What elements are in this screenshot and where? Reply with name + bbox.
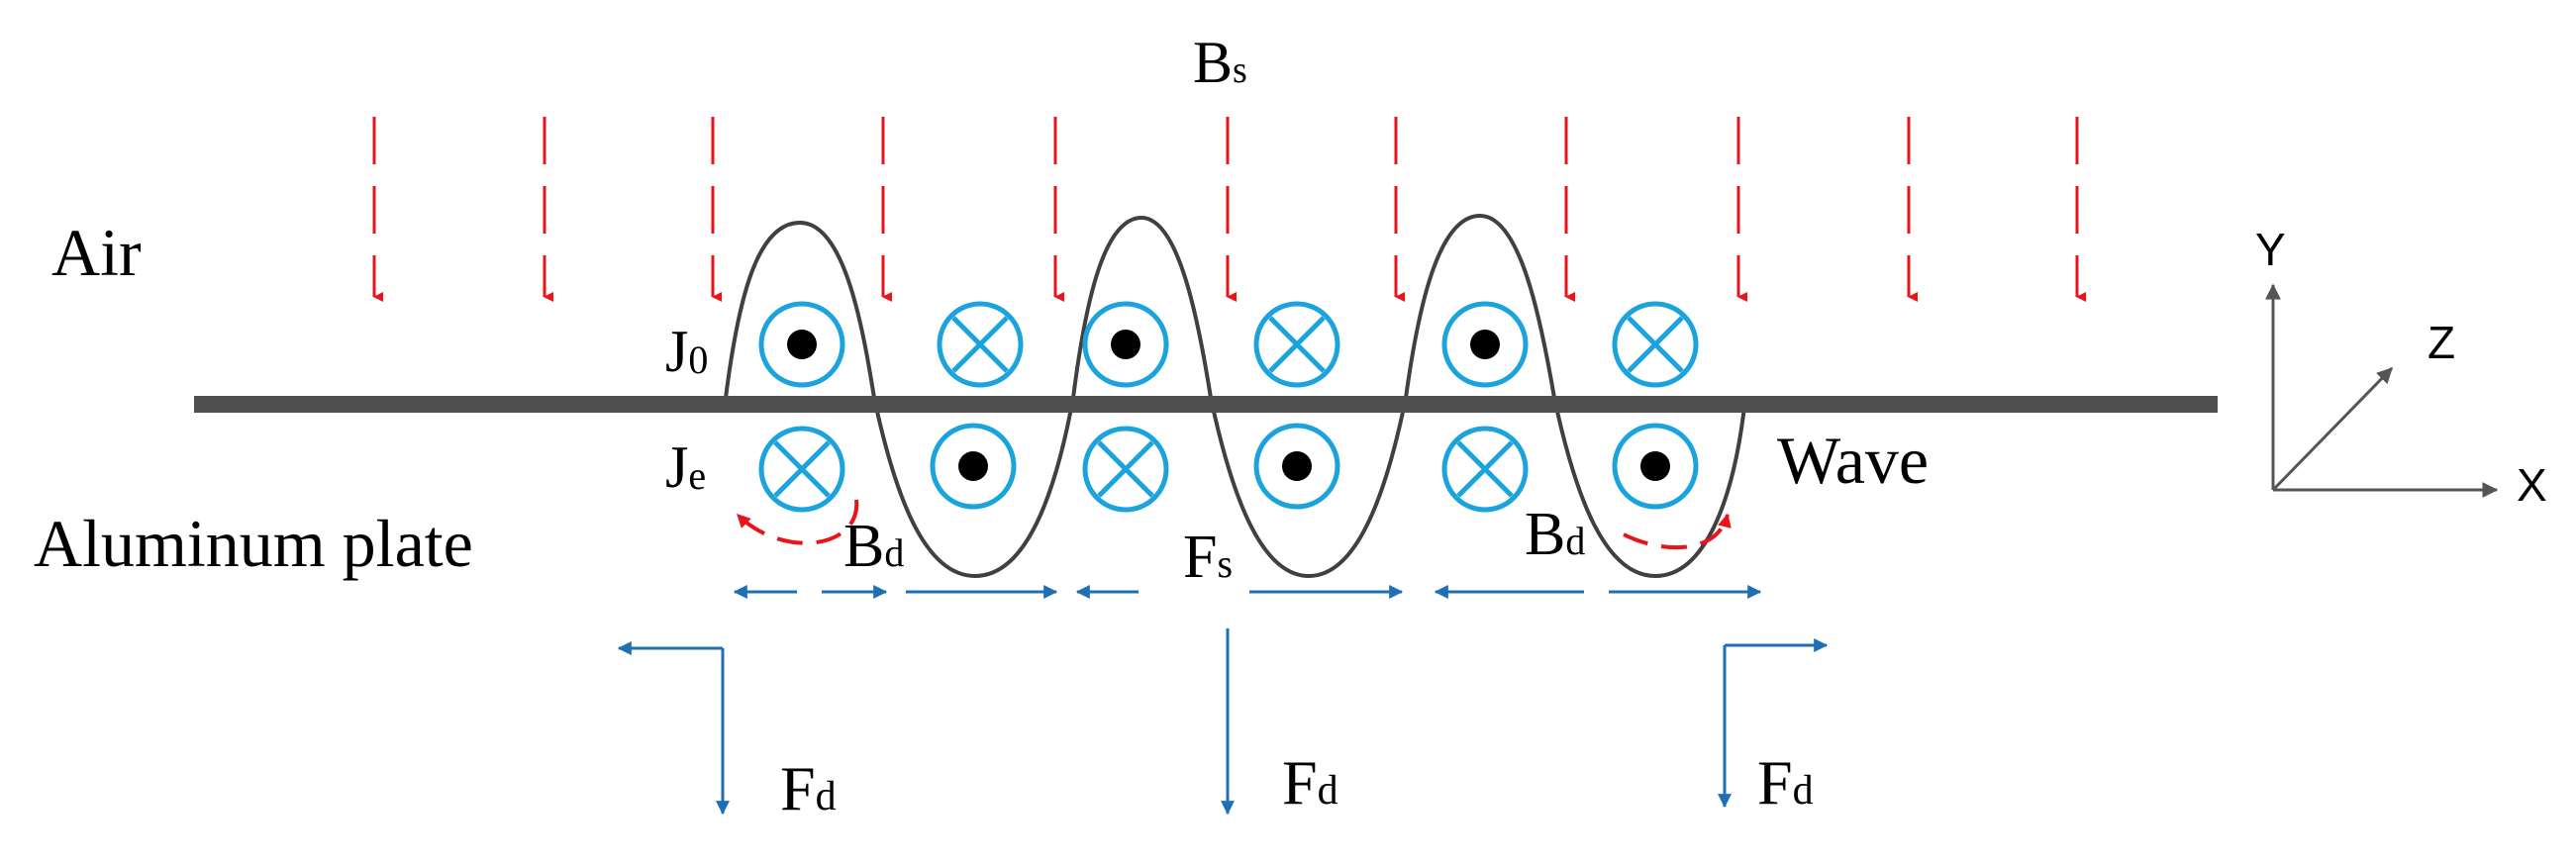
- current-in-symbol: [1253, 301, 1340, 388]
- current-in-symbol: [937, 301, 1024, 388]
- current-in-symbol: [1441, 426, 1529, 513]
- dynamic-force-label-mid: Fd: [1282, 747, 1338, 817]
- source-current-row: [758, 301, 1699, 388]
- source-field-arrows: [372, 117, 2086, 302]
- current-in-symbol: [758, 426, 845, 513]
- z-axis-label: Z: [2427, 317, 2455, 368]
- current-out-symbol: [1082, 301, 1169, 388]
- current-out-symbol: [930, 423, 1017, 510]
- eddy-current-row: [758, 423, 1699, 513]
- source-field-label: Bs: [1193, 30, 1247, 95]
- current-in-symbol: [1612, 301, 1699, 388]
- eddy-current-label: Je: [665, 434, 706, 500]
- dynamic-force-label-right: Fd: [1757, 747, 1814, 817]
- current-in-symbol: [1082, 426, 1169, 513]
- disturb-field-arc-right: [1623, 513, 1732, 550]
- coordinate-axes: [2265, 283, 2499, 498]
- disturb-field-arc-left: [736, 499, 859, 545]
- z-axis-line: [2271, 366, 2394, 492]
- dynamic-force-label-left: Fd: [780, 753, 837, 823]
- current-out-symbol: [1441, 301, 1529, 388]
- source-current-label: J0: [665, 319, 708, 384]
- plate-surface: [194, 396, 2218, 413]
- disturb-field-label-right: Bd: [1525, 501, 1585, 568]
- disturb-field-label-left: Bd: [843, 513, 904, 580]
- wave-label: Wave: [1777, 423, 1929, 498]
- air-label: Air: [51, 215, 142, 290]
- current-out-symbol: [1612, 423, 1699, 510]
- x-axis-label: X: [2517, 459, 2547, 511]
- static-force-label: Fs: [1183, 524, 1233, 591]
- y-axis-label: Y: [2255, 224, 2286, 275]
- current-out-symbol: [758, 301, 845, 388]
- plate-label: Aluminum plate: [34, 506, 473, 581]
- force-arrows: [617, 628, 1829, 816]
- current-out-symbol: [1253, 423, 1340, 510]
